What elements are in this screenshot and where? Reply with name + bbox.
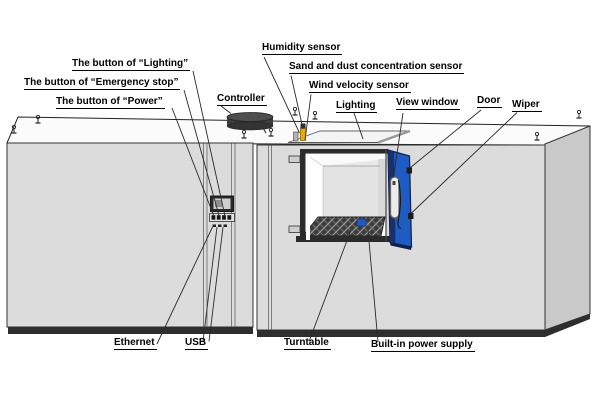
lighting-plate-edge	[377, 129, 411, 144]
emergency-stop-button	[216, 215, 221, 220]
eye-bolt	[11, 124, 17, 134]
eye-bolt	[35, 114, 41, 124]
leader-view-window	[393, 112, 404, 178]
leader-turntable	[308, 229, 352, 342]
chamber-sill	[296, 236, 391, 242]
label-turntable: Turntable	[284, 337, 331, 350]
leader-emergency-button	[183, 89, 220, 216]
label-usb: USB	[185, 337, 209, 350]
leader-power-button	[171, 107, 214, 216]
leader-door	[410, 109, 482, 168]
label-lighting: Lighting	[336, 100, 378, 113]
cabinet-right-side-base	[545, 314, 590, 337]
right-cabinet-base	[257, 330, 545, 337]
leader-usb-1	[202, 226, 218, 342]
left-cabinet-base	[8, 327, 253, 334]
door-hinge-bottom	[408, 213, 414, 219]
label-power-button: The button of “Power”	[56, 96, 165, 109]
leader-humidity-sensor	[263, 56, 300, 134]
controller-disc-bottom	[226, 121, 274, 131]
leader-lighting-button	[192, 70, 226, 217]
label-wind-sensor: Wind velocity sensor	[309, 80, 411, 93]
door-hinge-top	[406, 167, 412, 174]
label-lighting-button: The button of “Lighting”	[72, 58, 191, 71]
view-window-glass	[389, 176, 400, 219]
wiper-arm	[397, 179, 402, 230]
usb-port-2	[223, 224, 227, 227]
leader-lines	[156, 56, 518, 345]
eye-bolt	[534, 131, 540, 141]
turntable-grid	[302, 216, 386, 237]
hinge-tab-bottom	[288, 225, 301, 233]
label-emergency-button: The button of “Emergency stop”	[24, 77, 181, 90]
label-door: Door	[477, 95, 503, 108]
extra-button	[227, 215, 232, 220]
label-ethernet: Ethernet	[114, 337, 157, 350]
label-view-window: View window	[396, 97, 461, 110]
chamber-back-wall	[323, 166, 378, 217]
controller-disc-top	[226, 112, 274, 122]
left-cabinet-front	[6, 142, 254, 328]
label-wiper: Wiper	[512, 99, 542, 112]
eye-bolt	[292, 106, 298, 116]
leader-ethernet	[156, 226, 213, 345]
leader-usb-2	[208, 226, 224, 342]
label-sand-sensor: Sand and dust concentration sensor	[289, 61, 465, 74]
button-strip	[209, 213, 235, 222]
leader-controller	[220, 105, 232, 114]
opening-jamb	[306, 154, 310, 240]
eye-bolt	[576, 109, 582, 119]
eye-bolt	[241, 129, 247, 139]
lifting-bolts	[11, 106, 582, 141]
leader-sand-sensor	[290, 75, 304, 130]
ethernet-port	[212, 224, 216, 227]
opening-frame-left	[300, 149, 306, 241]
hinge-tab-top	[288, 155, 301, 163]
opening-frame-top	[300, 149, 388, 154]
sensor-cap	[300, 123, 306, 129]
eye-bolt	[268, 127, 274, 137]
cabinet-right-side-face	[544, 125, 591, 331]
leader-wiper	[410, 112, 518, 214]
power-button	[211, 215, 216, 220]
leader-wind-sensor	[304, 94, 312, 141]
label-power-supply: Built-in power supply	[371, 339, 475, 352]
chamber-ceiling	[305, 154, 386, 166]
turntable-motor	[356, 218, 367, 227]
label-humidity-sensor: Humidity sensor	[262, 42, 343, 55]
leader-power-supply	[367, 229, 379, 343]
eye-bolt	[312, 110, 318, 120]
usb-port-1	[218, 224, 222, 227]
screen-content	[215, 200, 222, 207]
humidity-sensor-probe	[293, 131, 299, 142]
wiper-pivot	[392, 181, 396, 185]
lighting-button	[222, 215, 226, 220]
leader-lighting	[353, 112, 364, 140]
label-controller: Controller	[217, 93, 267, 106]
chamber-right-wall	[378, 159, 386, 217]
door-bottom-edge	[390, 242, 412, 250]
controller-disc-foot	[262, 127, 267, 134]
